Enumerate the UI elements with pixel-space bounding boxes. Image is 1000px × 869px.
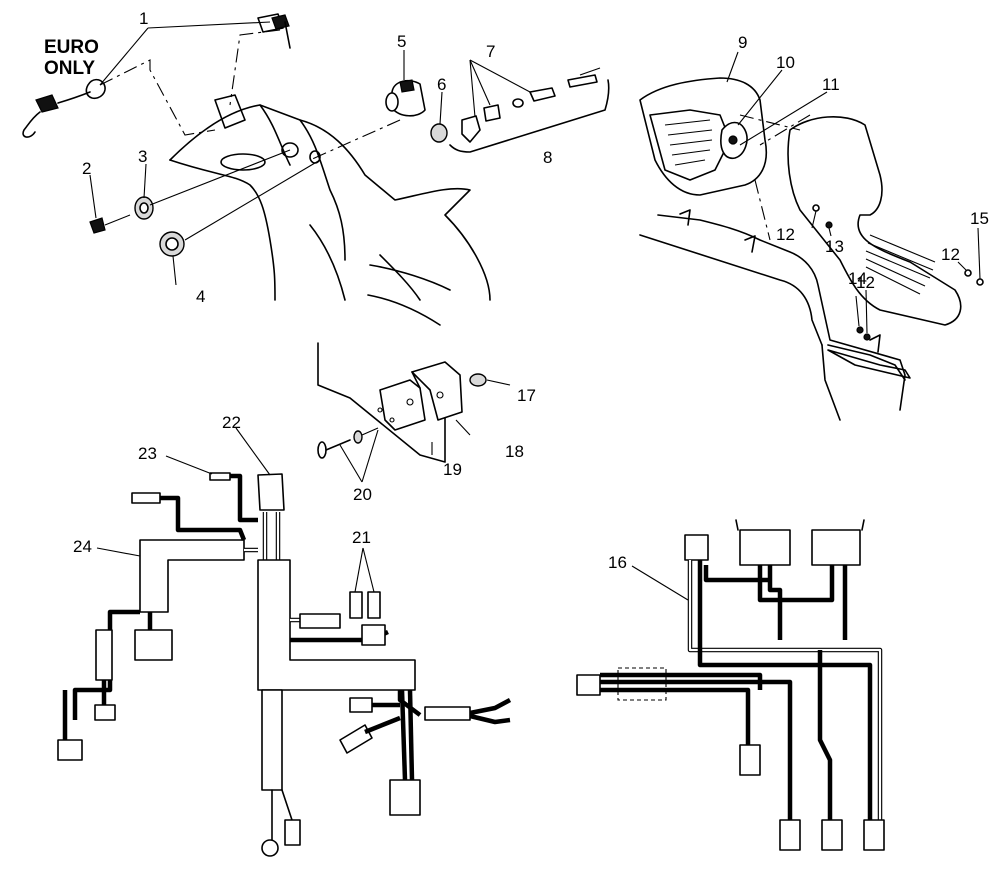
hex-nut <box>469 373 487 387</box>
key-switch <box>385 79 426 117</box>
callout-4: 4 <box>196 287 205 306</box>
callout-23: 23 <box>138 444 157 463</box>
callout-9: 9 <box>738 33 747 52</box>
headlight-housing <box>639 77 767 196</box>
callout-12a: 12 <box>776 225 795 244</box>
callout-22: 22 <box>222 413 241 432</box>
callout-6: 6 <box>437 75 446 94</box>
main-wiring-harness <box>57 472 512 857</box>
terminal-kit <box>461 67 601 143</box>
callout-14: 14 <box>848 269 867 288</box>
dash-panel-assembly <box>169 94 491 326</box>
switch-bracket <box>317 342 463 463</box>
lock-nut <box>430 123 448 143</box>
callout-3: 3 <box>138 147 147 166</box>
callout-13: 13 <box>825 237 844 256</box>
screw-and-washer <box>317 427 379 459</box>
callout-11: 11 <box>822 75 840 94</box>
frame-outline <box>639 209 911 421</box>
callout-15: 15 <box>970 209 989 228</box>
euro-only-note-line1: EURO <box>44 37 99 58</box>
callout-24: 24 <box>73 537 92 556</box>
callout-7: 7 <box>486 42 495 61</box>
callout-1: 1 <box>139 9 148 28</box>
callout-8: 8 <box>543 148 552 167</box>
callout-18: 18 <box>505 442 524 461</box>
euro-only-note-line2: ONLY <box>44 58 95 79</box>
callout-5: 5 <box>397 32 406 51</box>
callout-19: 19 <box>443 460 462 479</box>
callout-12b: 12 <box>941 245 960 264</box>
hood-panel <box>787 116 962 326</box>
nut-washer-bezel <box>89 196 185 257</box>
callout-16: 16 <box>608 553 627 572</box>
callout-17: 17 <box>517 386 536 405</box>
leader-lines <box>89 21 981 601</box>
callout-21: 21 <box>352 528 371 547</box>
callout-10: 10 <box>776 53 795 72</box>
callout-labels: 1 2 3 4 5 6 7 8 9 10 11 12 13 15 12 14 1… <box>73 9 989 572</box>
callout-12c: 12 <box>856 273 875 292</box>
callout-2: 2 <box>82 159 91 178</box>
auxiliary-wiring-harness <box>576 519 885 851</box>
callout-20: 20 <box>353 485 372 504</box>
